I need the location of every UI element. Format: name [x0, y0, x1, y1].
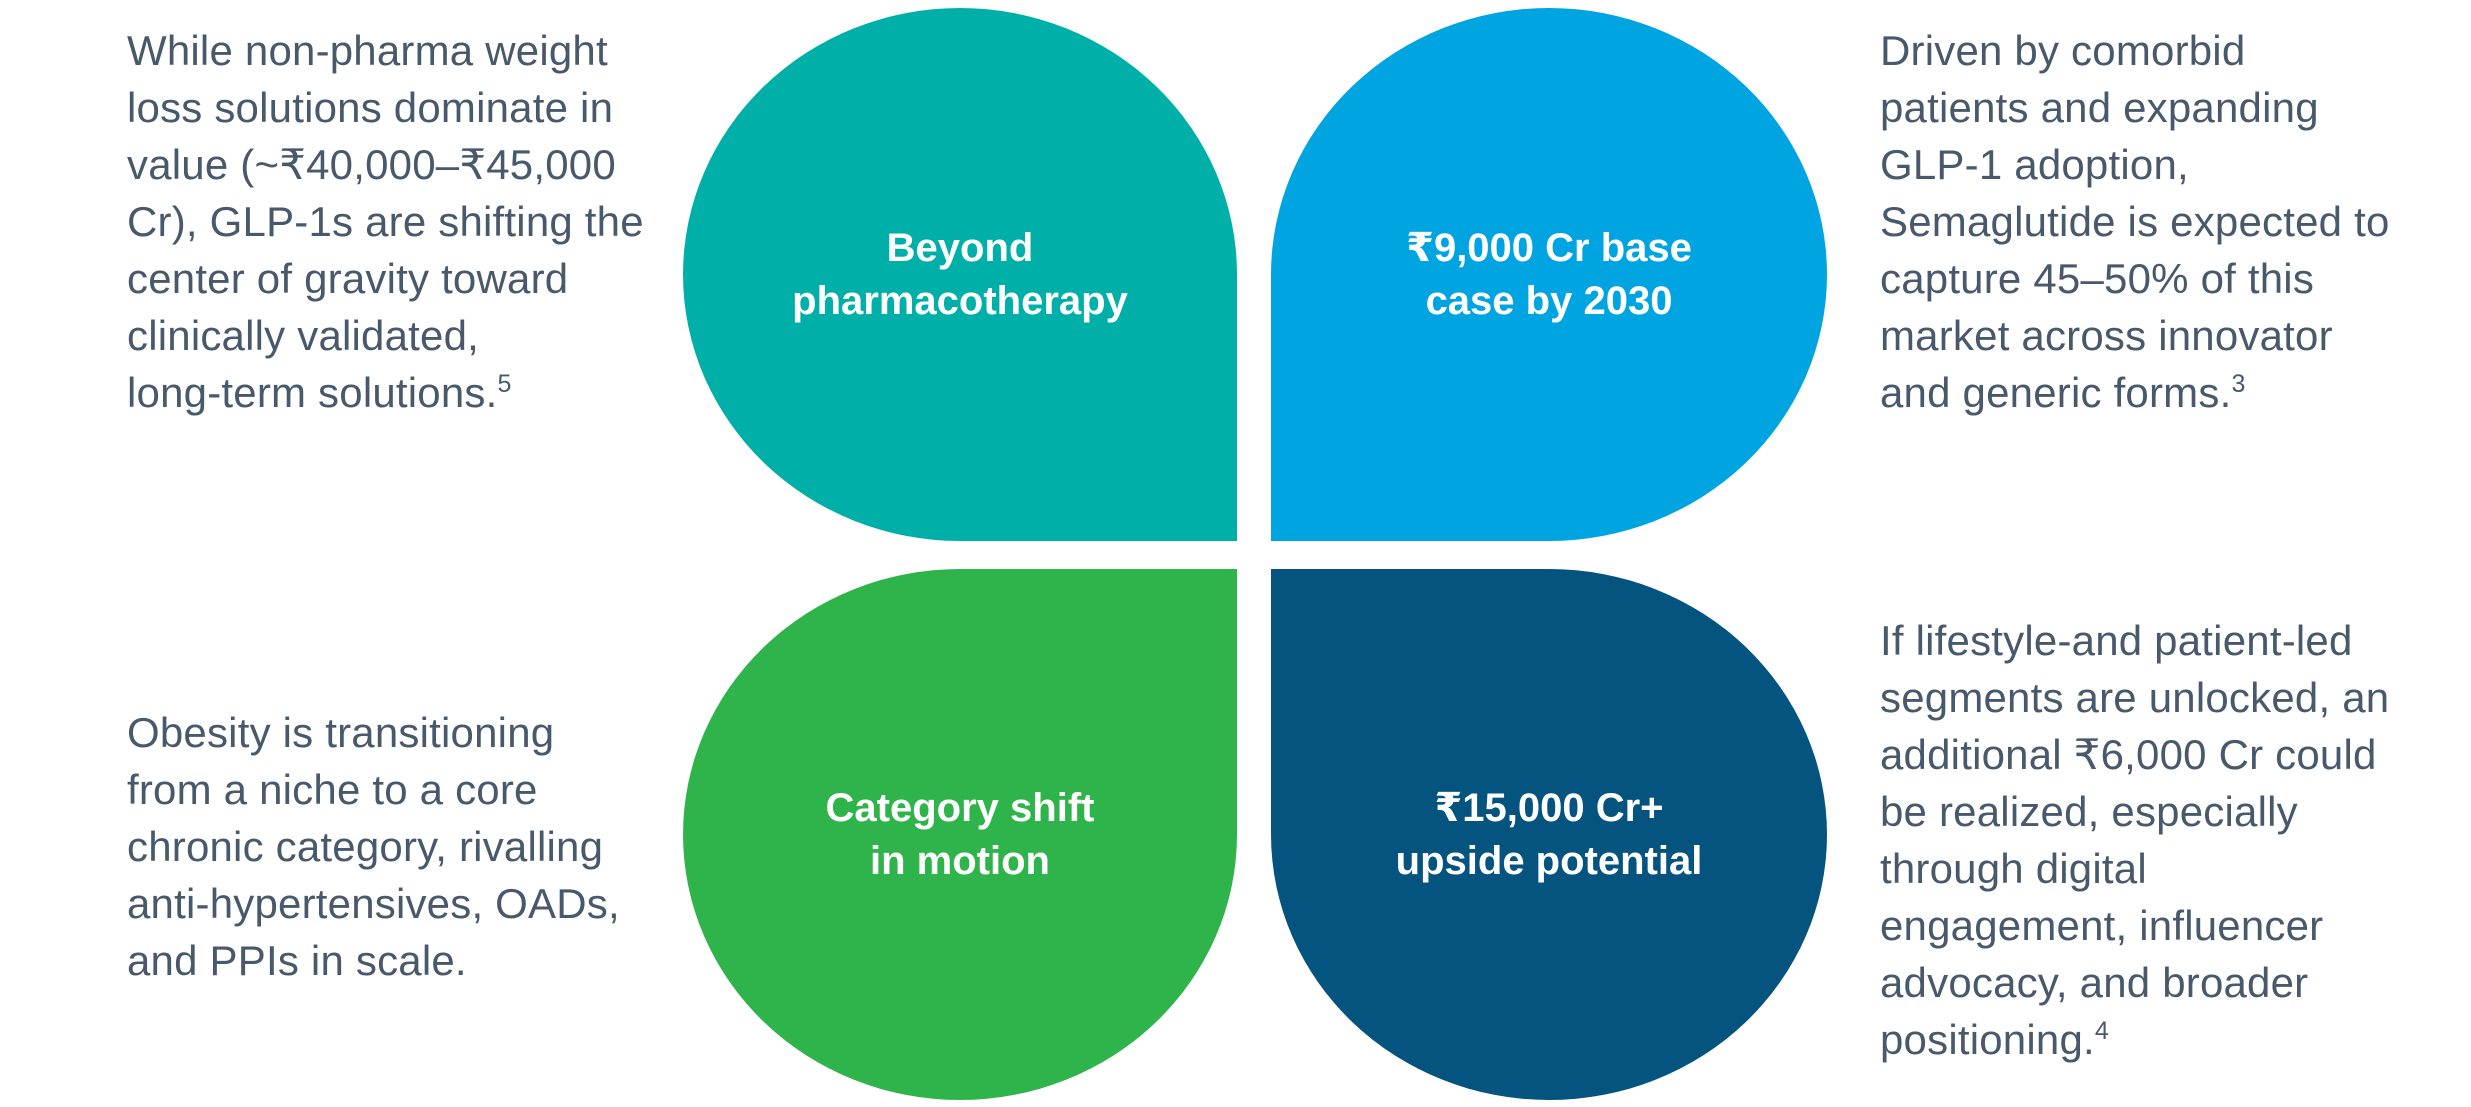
footnote-marker-3: 3 [2231, 370, 2246, 398]
footnote-marker-4: 4 [2094, 1017, 2109, 1045]
footnote-marker-5: 5 [497, 370, 512, 398]
note-bottom-right: If lifestyle-and patient-led segments ar… [1880, 612, 2389, 1068]
note-bottom-right-text: If lifestyle-and patient-led segments ar… [1880, 617, 2390, 1063]
petal-beyond-pharmacotherapy: Beyond pharmacotherapy [683, 8, 1237, 541]
note-top-right: Driven by comorbid patients and expandin… [1880, 22, 2390, 421]
petal-label-beyond-pharmacotherapy: Beyond pharmacotherapy [792, 225, 1128, 323]
petal-label-category-shift: Category shift in motion [825, 785, 1095, 883]
note-bottom-left-text: Obesity is transitioning from a niche to… [127, 709, 620, 984]
petal-category-shift: Category shift in motion [683, 569, 1237, 1100]
note-top-left-text: While non-pharma weight loss solutions d… [127, 27, 644, 416]
petal-base-case-2030: ₹9,000 Cr base case by 2030 [1271, 8, 1827, 541]
petal-label-upside-potential: ₹15,000 Cr+ upside potential [1395, 785, 1703, 883]
petal-upside-potential: ₹15,000 Cr+ upside potential [1271, 569, 1827, 1100]
note-top-right-text: Driven by comorbid patients and expandin… [1880, 27, 2390, 416]
note-bottom-left: Obesity is transitioning from a niche to… [127, 704, 620, 989]
note-top-left: While non-pharma weight loss solutions d… [127, 22, 644, 421]
petal-label-base-case-2030: ₹9,000 Cr base case by 2030 [1406, 225, 1692, 323]
